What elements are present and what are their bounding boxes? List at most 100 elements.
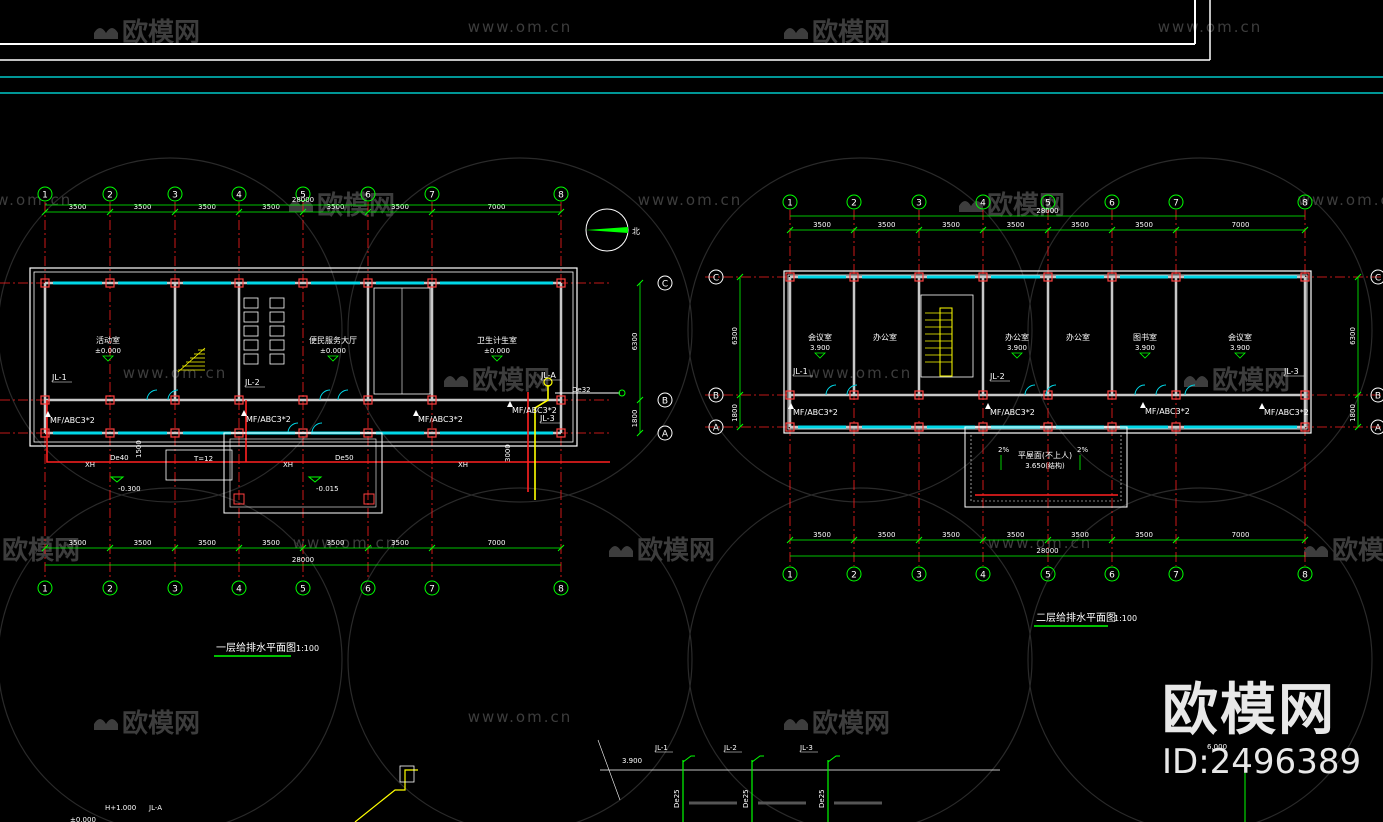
axis-bubble — [360, 580, 376, 596]
plan1-pipes — [46, 377, 626, 514]
axis-bubble — [167, 580, 183, 596]
door-swing — [337, 389, 349, 401]
watermark-url: www.om.cn — [293, 534, 398, 552]
axis-bubble — [102, 580, 118, 596]
roof-level: 3.650(结构) — [1025, 461, 1065, 470]
extinguisher-label: MF/ABC3*2 — [418, 415, 463, 424]
system-level: H+1.000 — [105, 804, 136, 812]
column-marker — [427, 278, 437, 288]
extinguisher-icon — [241, 410, 247, 416]
door-swing — [825, 384, 837, 396]
room-name: 卫生计生室 — [477, 335, 517, 345]
axis-bubble — [1370, 269, 1383, 285]
dimension-value: 3500 — [134, 203, 152, 211]
watermark-brand: 欧模网 — [2, 535, 80, 566]
extinguisher-label: MF/ABC3*2 — [512, 406, 557, 415]
axis-label: 6 — [365, 585, 371, 595]
side-dimension: 6300 — [1349, 327, 1357, 345]
plan2-scale: 1:100 — [1114, 614, 1137, 623]
axis-label: 1 — [42, 191, 48, 201]
extinguisher-label: MF/ABC3*2 — [1264, 408, 1309, 417]
column-marker — [849, 272, 859, 282]
dimension-value: 3500 — [327, 203, 345, 211]
desk-icon — [269, 311, 285, 323]
watermark-layer: 欧模网欧模网欧模网欧模网欧模网欧模网欧模网欧模网欧模网欧模网欧模网www.om.… — [0, 17, 1383, 822]
pipe-label: XH — [458, 461, 468, 469]
desk-icon — [243, 353, 259, 365]
watermark-sofa-icon — [94, 28, 118, 39]
column-marker — [298, 395, 308, 405]
axis-label: B — [1375, 392, 1381, 402]
column-marker — [170, 428, 180, 438]
axis-label: 8 — [558, 191, 564, 201]
column-marker — [234, 278, 244, 288]
watermark-sofa-icon — [609, 546, 633, 557]
dimension-value: 7000 — [1232, 531, 1250, 539]
watermark-sofa-icon — [1304, 546, 1328, 557]
desk-icon — [269, 297, 285, 309]
column-marker — [363, 395, 373, 405]
axis-bubble — [231, 186, 247, 202]
door-swing — [287, 422, 299, 434]
watermark-url: www.om.cn — [1298, 191, 1383, 209]
axis-label: 6 — [1109, 571, 1115, 581]
plan1-scale: 1:100 — [296, 644, 319, 653]
extinguisher-label: MF/ABC3*2 — [246, 415, 291, 424]
axis-bubble — [1370, 387, 1383, 403]
door-swing — [1155, 384, 1167, 396]
axis-bubble — [657, 275, 673, 291]
dimension-value: 3500 — [942, 221, 960, 229]
column-marker — [1107, 390, 1117, 400]
axis-bubble — [1370, 419, 1383, 435]
watermark-id: ID:2496389 — [1162, 742, 1362, 782]
dimension-value: 3500 — [69, 539, 87, 547]
side-dimension: 1800 — [731, 404, 739, 422]
axis-bubble — [424, 580, 440, 596]
watermark-brand: 欧模网 — [122, 17, 200, 48]
room-level: 3.900 — [810, 344, 830, 352]
pipe-label: XH — [283, 461, 293, 469]
axis-label: 5 — [1045, 571, 1051, 581]
door-swing — [1045, 384, 1057, 396]
watermark-circle — [347, 487, 693, 822]
watermark-brand: 欧模网 — [1332, 535, 1383, 566]
watermark-circle — [687, 487, 1033, 822]
roof-slope: 2% — [998, 446, 1009, 454]
column-marker — [849, 390, 859, 400]
axis-label: 5 — [1045, 199, 1051, 209]
system-pipe-size: De25 — [673, 789, 681, 808]
dimension-value: 3500 — [1071, 221, 1089, 229]
axis-label: 8 — [558, 585, 564, 595]
door-swing — [311, 422, 323, 434]
room-level: ±0.000 — [320, 347, 346, 355]
column-marker — [785, 390, 795, 400]
dimension-value: 3500 — [391, 539, 409, 547]
column-marker — [1107, 272, 1117, 282]
axis-label: 6 — [1109, 199, 1115, 209]
plan2-title: 二层给排水平面图 — [1036, 611, 1116, 624]
pipe-label: De32 — [572, 386, 591, 394]
column-marker — [1043, 272, 1053, 282]
total-dimension: 28000 — [292, 196, 314, 204]
room-name: 办公室 — [873, 332, 897, 342]
axis-label: 3 — [172, 585, 178, 595]
axis-label: 1 — [787, 199, 793, 209]
column-marker — [1043, 390, 1053, 400]
riser-label: JL-2 — [989, 372, 1005, 381]
system-riser-label: JL-1 — [654, 744, 668, 752]
column-marker — [427, 395, 437, 405]
column-marker — [556, 428, 566, 438]
system-riser-label: JL-A — [148, 804, 162, 812]
watermark-circle — [1027, 487, 1373, 822]
total-dimension: 28000 — [292, 556, 314, 564]
room-name: 会议室 — [1228, 332, 1252, 342]
desk-icon — [269, 339, 285, 351]
axis-label: 7 — [429, 191, 435, 201]
axis-bubble — [911, 194, 927, 210]
door-swing — [846, 384, 858, 396]
door-swing — [146, 389, 158, 401]
dimension-value: 3500 — [198, 203, 216, 211]
